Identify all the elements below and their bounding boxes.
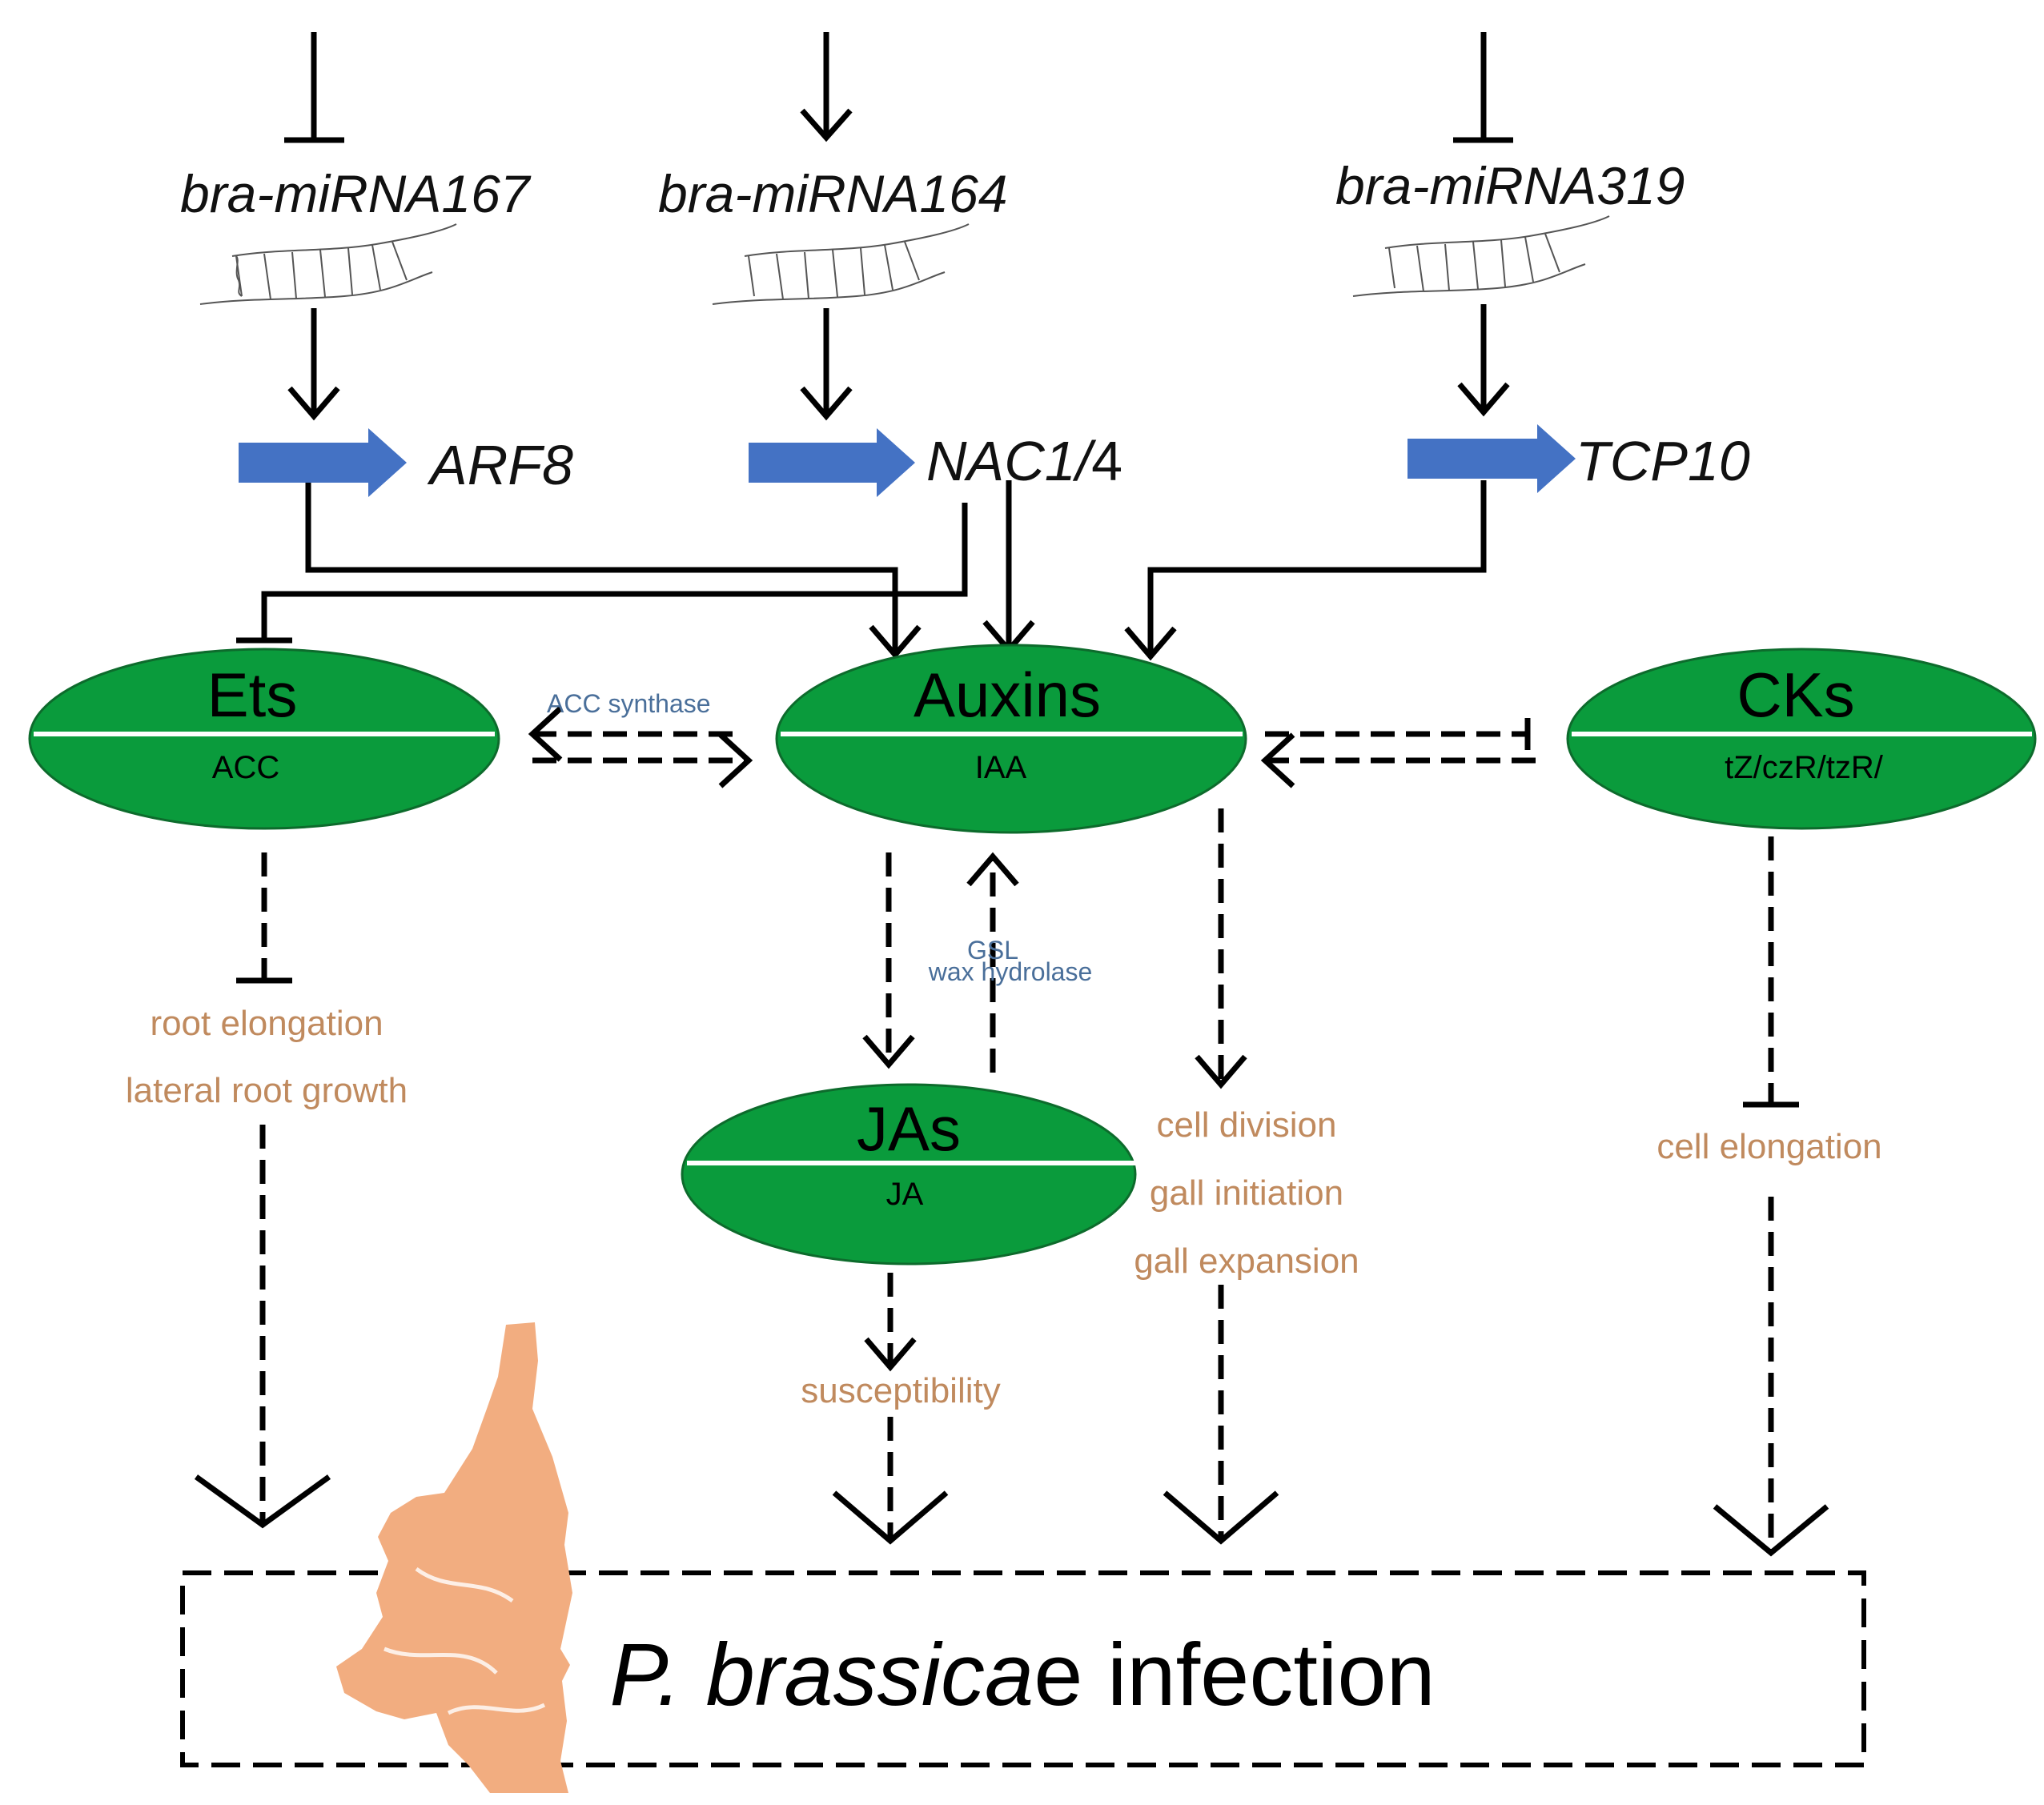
mirna-167-label: bra-miRNA167 (180, 164, 532, 223)
tcp10-to-auxins-arrow (1124, 480, 1487, 661)
gene-nac-plain: 4 (1091, 430, 1122, 492)
upstream-inhibition-mir167 (284, 32, 344, 143)
jas-node: JAs JA (681, 1083, 1137, 1266)
jas-to-auxins-arrow (966, 852, 1019, 1073)
clubroot-gall-image (336, 1322, 572, 1793)
cks-to-cell-elongation-inhibition (1743, 836, 1799, 1108)
gene-nac-label: NAC1/4 (926, 430, 1122, 492)
auxins-name: Auxins (914, 660, 1101, 730)
cks-node: CKs tZ/czR/tzR/ (1566, 648, 2037, 830)
mir164-to-nac-arrow (800, 308, 853, 421)
gall-lobes (384, 1566, 546, 1715)
infection-label: P. brassicae infection (609, 1626, 1435, 1724)
outcome-root-elongation: root elongation (150, 1004, 383, 1043)
upstream-activation-mir164 (800, 32, 853, 142)
outcome-gall-expansion: gall expansion (1134, 1241, 1359, 1281)
jas-name: JAs (857, 1093, 961, 1164)
ets-to-infection-arrow (194, 1125, 331, 1529)
infection-box (180, 1570, 1866, 1767)
infection-suffix: e infection (1034, 1626, 1435, 1724)
auxins-compound: IAA (975, 750, 1027, 785)
cks-name: CKs (1737, 660, 1854, 730)
enzyme-gsl: GSL (967, 936, 1018, 965)
nac-gene-icon (749, 428, 915, 497)
tcp10-gene-icon (1408, 424, 1576, 493)
auxins-to-jas-arrow (862, 852, 915, 1069)
jas-compound: JA (886, 1177, 924, 1212)
gene-arf8-label: ARF8 (427, 434, 573, 496)
ets-to-root-inhibition (236, 852, 292, 984)
mirna-duplex-icon (199, 223, 457, 305)
infection-species: P. brassica (609, 1626, 1034, 1724)
mir319-to-tcp10-arrow (1457, 304, 1510, 417)
mirna-319-label: bra-miRNA319 (1335, 156, 1685, 215)
nac-to-ets-inhibition (236, 503, 968, 644)
mir167-to-arf8-arrow (287, 308, 340, 421)
mirna-164-label: bra-miRNA164 (658, 164, 1007, 223)
arf8-gene-icon (239, 428, 407, 497)
outcome-lateral-root-growth: lateral root growth (126, 1071, 408, 1110)
ets-node: Ets ACC (28, 648, 500, 830)
arf8-to-auxins-arrow (305, 483, 922, 660)
auxins-to-cell-division-arrow (1195, 808, 1247, 1089)
ets-compound: ACC (212, 750, 279, 785)
outcome-cell-elongation: cell elongation (1656, 1127, 1881, 1166)
auxins-node: Auxins IAA (775, 644, 1247, 834)
outcome-cell-division: cell division (1157, 1105, 1337, 1145)
outcome-gall-initiation: gall initiation (1150, 1173, 1343, 1213)
cks-compound: tZ/czR/tzR/ (1725, 750, 1884, 785)
cks-to-infection-arrow (1713, 1197, 1829, 1557)
gene-tcp10-label: TCP10 (1576, 430, 1750, 492)
outcome-susceptibility: susceptibility (801, 1371, 1000, 1410)
ets-name: Ets (207, 660, 298, 730)
upstream-inhibition-mir319 (1453, 32, 1513, 143)
enzyme-acc-synthase: ACC synthase (547, 689, 711, 718)
jas-to-infection-arrow (832, 1417, 949, 1545)
ets-auxins-crosstalk (528, 706, 753, 788)
mirna-duplex-icon (1352, 215, 1610, 297)
enzyme-wax-hydrolase: wax hydrolase (928, 957, 1093, 986)
nac-to-auxins-arrow (982, 480, 1035, 655)
auxins-to-infection-arrow (1163, 1285, 1279, 1545)
mirna-duplex-icon (712, 223, 970, 305)
jas-to-susceptibility-arrow (864, 1273, 917, 1372)
cks-auxins-crosstalk (1260, 718, 1537, 788)
